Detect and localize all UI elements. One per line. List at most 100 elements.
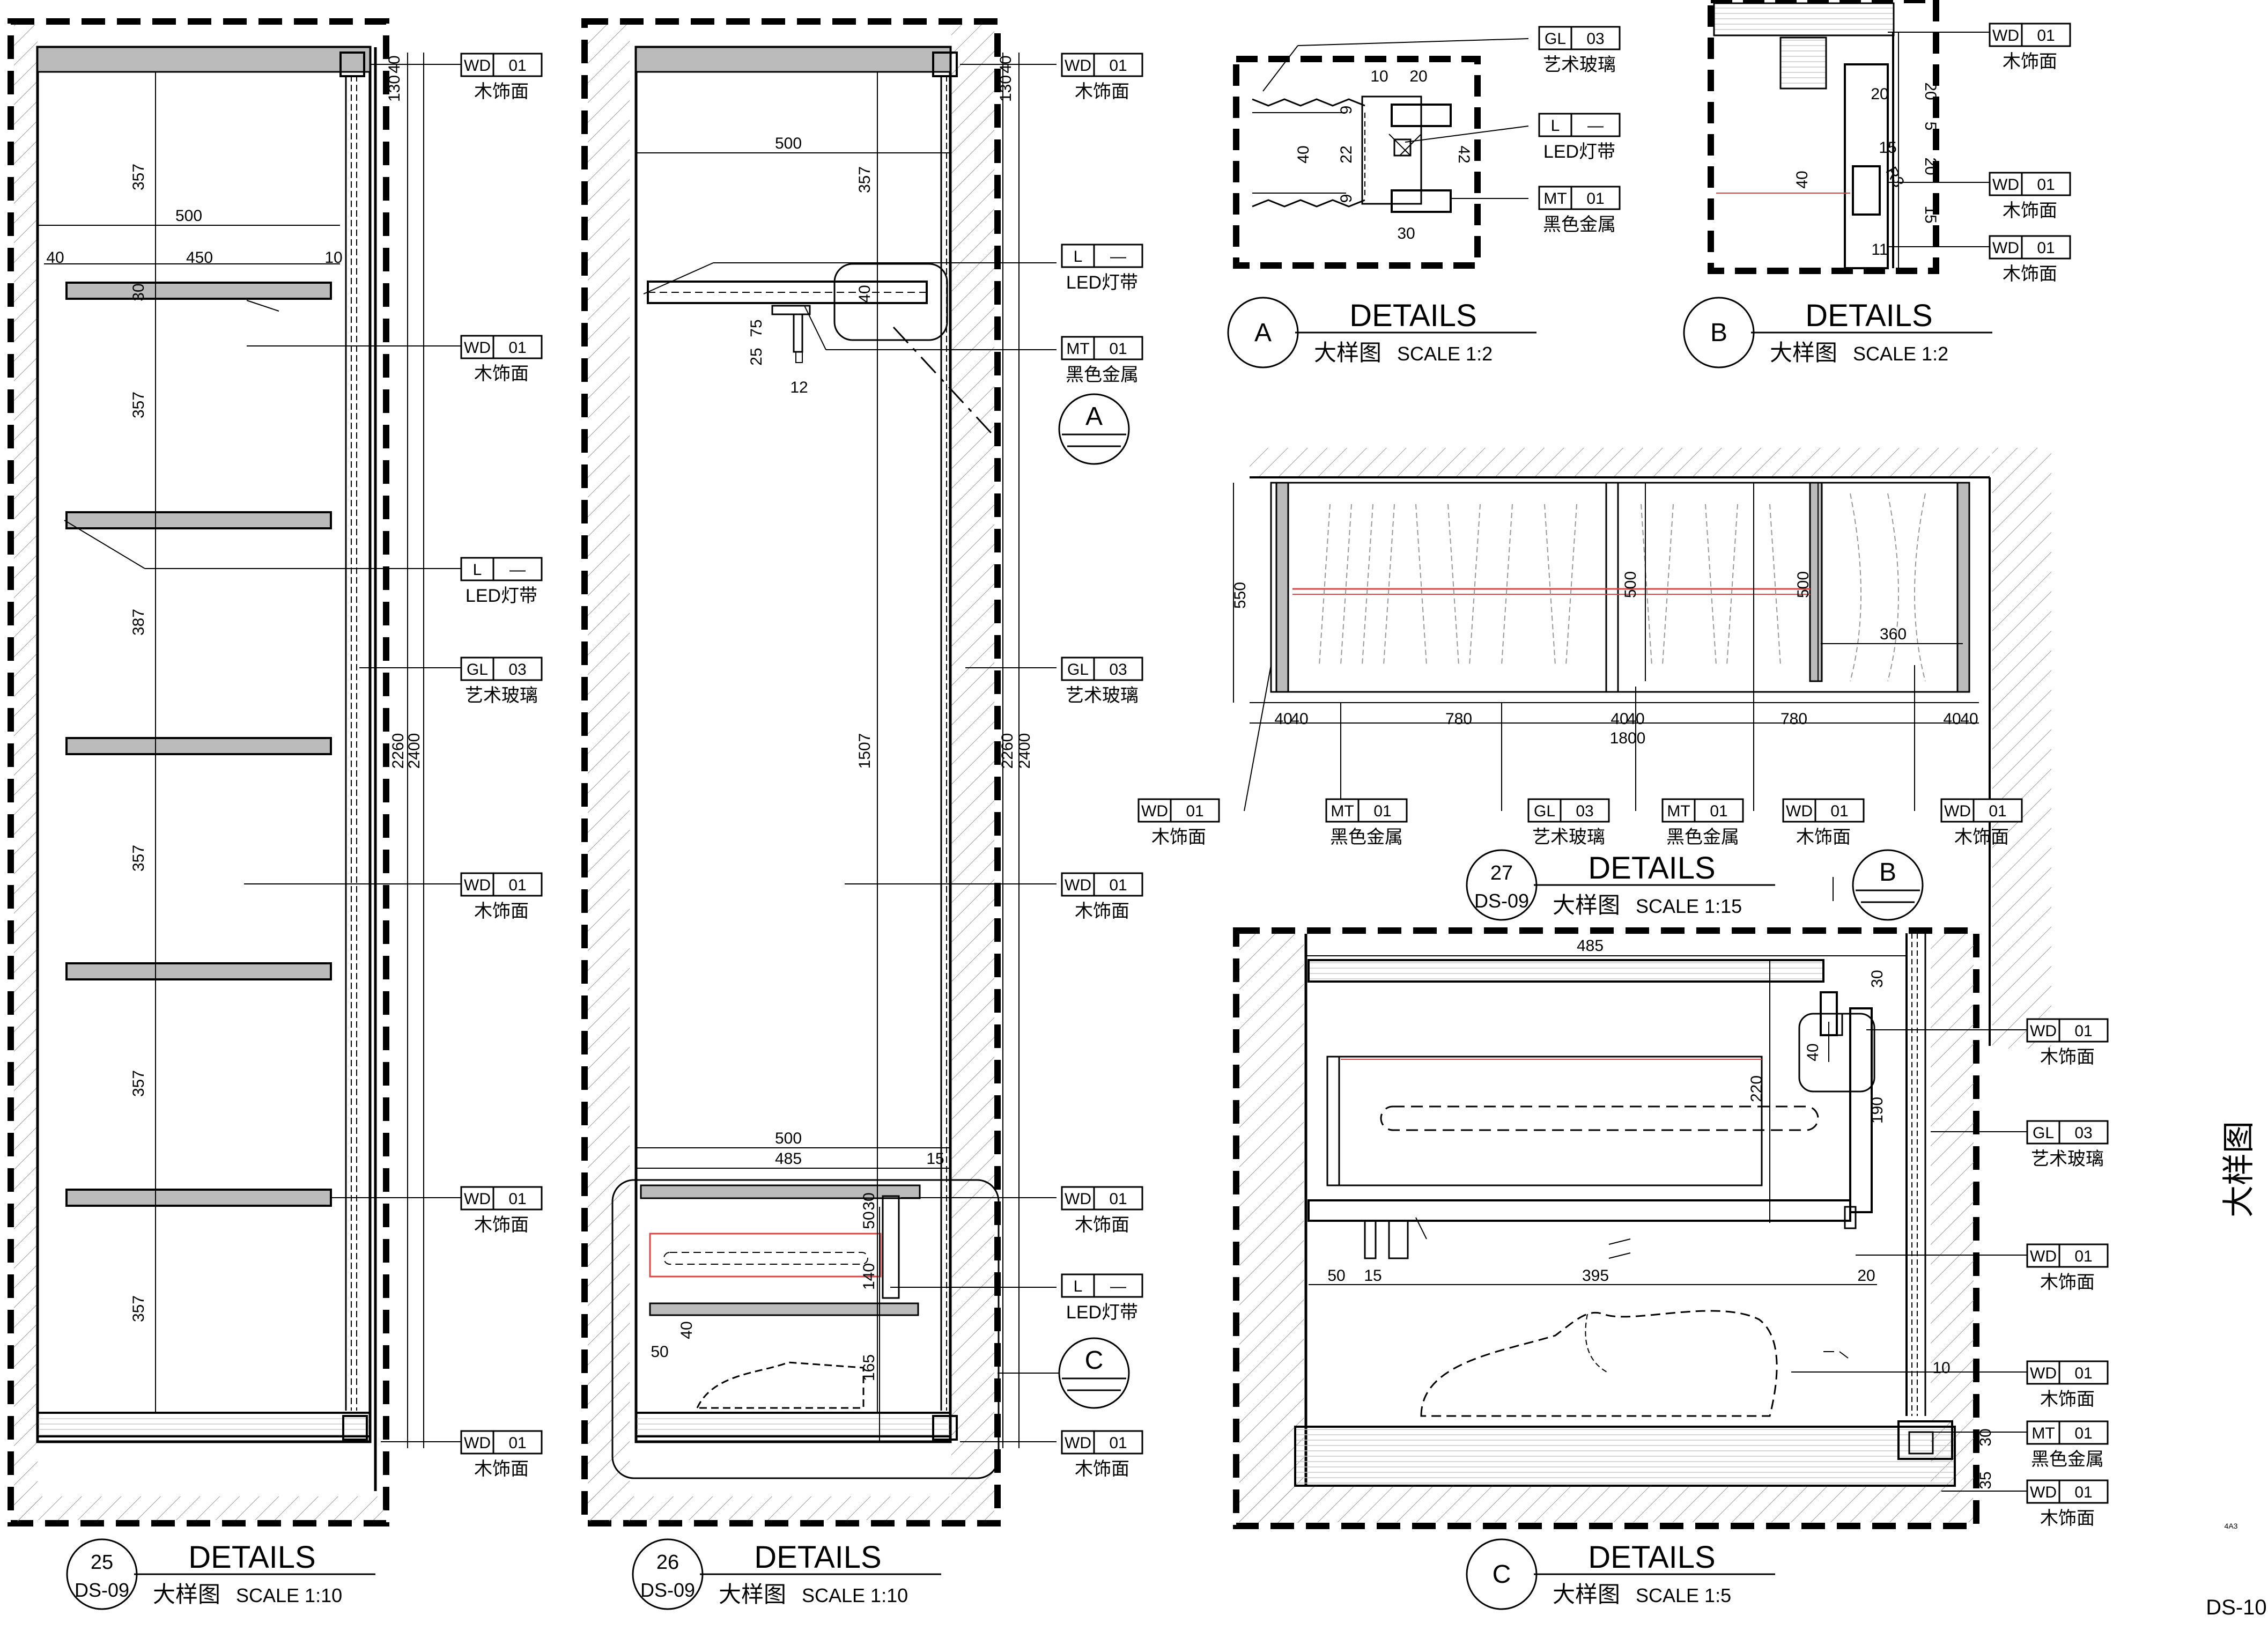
material-tag-led: L—LED灯带 xyxy=(460,557,543,606)
material-code: WD xyxy=(464,57,491,75)
material-code: WD xyxy=(2030,1248,2057,1265)
material-number: 01 xyxy=(508,876,526,894)
material-number: 01 xyxy=(2037,176,2055,194)
material-code: WD xyxy=(1992,239,2019,257)
material-number: 01 xyxy=(508,339,526,357)
material-name: 木饰面 xyxy=(1954,827,2009,847)
material-number: 01 xyxy=(2074,1248,2092,1265)
material-name: 木饰面 xyxy=(1796,827,1851,847)
dim-25-357-c: 357 xyxy=(130,845,147,872)
detail-scale: SCALE 1:5 xyxy=(1636,1584,1731,1606)
callout-letter: B xyxy=(1879,858,1896,887)
dim-25-130: 130 xyxy=(386,75,403,102)
dim-a-42: 42 xyxy=(1455,145,1473,163)
material-code: WD xyxy=(464,1190,491,1208)
material-code: WD xyxy=(1992,176,2019,194)
material-number: 01 xyxy=(1109,57,1127,75)
dim-26-140: 140 xyxy=(860,1263,878,1290)
material-number: 01 xyxy=(508,1434,526,1452)
dim-a-30: 30 xyxy=(1397,225,1415,242)
dim-27-550: 550 xyxy=(1231,582,1249,609)
material-number: 01 xyxy=(1186,802,1203,820)
section-callout-c: C xyxy=(1058,1337,1130,1409)
detail-c xyxy=(1233,877,2027,1529)
material-number: — xyxy=(1110,248,1126,265)
dim-26-50: 50 xyxy=(860,1211,878,1229)
dim-26-1507: 1507 xyxy=(856,733,874,769)
sheet-reference: DS-09 xyxy=(75,1579,129,1601)
material-code: WD xyxy=(1065,1190,1091,1208)
detail-heading: DETAILS xyxy=(1588,851,1715,886)
plan-27 xyxy=(1233,448,2051,1049)
detail-heading: DETAILS xyxy=(188,1540,315,1575)
dim-26-12: 12 xyxy=(790,379,808,396)
elevation-26 xyxy=(581,18,1059,1526)
material-code: L xyxy=(473,561,482,579)
material-number: — xyxy=(1110,1278,1126,1295)
material-number: 01 xyxy=(1586,190,1604,208)
dim-c-30-b: 30 xyxy=(1977,1428,1994,1446)
dim-a-10: 10 xyxy=(1370,68,1388,85)
dim-25-10: 10 xyxy=(324,249,342,267)
dim-26-357: 357 xyxy=(856,166,874,193)
material-number: — xyxy=(509,561,526,579)
callout-letter: C xyxy=(1085,1346,1104,1375)
material-name: 木饰面 xyxy=(2003,51,2057,72)
dim-26-500-low: 500 xyxy=(775,1130,802,1147)
material-name: 木饰面 xyxy=(1075,1459,1129,1479)
detail-heading: DETAILS xyxy=(1805,298,1932,333)
material-number: 03 xyxy=(1109,661,1127,678)
dim-27-780-b: 780 xyxy=(1781,710,1807,728)
material-tag-wd01: WD 01 木饰面 xyxy=(460,1430,543,1479)
material-number: — xyxy=(1587,117,1604,135)
material-code: WD xyxy=(2030,1022,2057,1040)
section-callout-b: B xyxy=(1852,849,1924,921)
material-number: 01 xyxy=(1710,802,1727,820)
dim-b-15-b: 15 xyxy=(1922,205,1939,223)
material-name: 木饰面 xyxy=(1075,1215,1129,1235)
material-name: 艺术玻璃 xyxy=(1543,55,1616,75)
dim-26-2400: 2400 xyxy=(1016,733,1033,769)
sheet-reference: DS-09 xyxy=(1474,890,1529,912)
dim-25-40: 40 xyxy=(46,249,64,267)
material-name: 木饰面 xyxy=(474,1459,529,1479)
detail-subtitle: 大样图 xyxy=(1770,340,1837,365)
dim-b-20: 20 xyxy=(1871,85,1888,103)
sheet-number: DS-10 xyxy=(2206,1596,2266,1619)
material-number: 01 xyxy=(508,57,526,75)
detail-b xyxy=(1708,0,1995,274)
material-code: WD xyxy=(464,339,491,357)
material-name: 艺术玻璃 xyxy=(465,685,538,706)
material-code: MT xyxy=(1331,802,1354,820)
dim-27-40-f: 40 xyxy=(1960,710,1978,728)
material-code: WD xyxy=(464,1434,491,1452)
detail-scale: SCALE 1:10 xyxy=(236,1584,342,1606)
dim-26-165: 165 xyxy=(860,1354,878,1381)
dim-27-40-d: 40 xyxy=(1627,710,1644,728)
material-code: WD xyxy=(1141,802,1168,820)
dim-27-500-a: 500 xyxy=(1622,571,1639,598)
material-code: GL xyxy=(1534,802,1555,820)
material-code: MT xyxy=(2031,1425,2055,1442)
detail-subtitle: 大样图 xyxy=(153,1582,220,1607)
material-code: WD xyxy=(2030,1484,2057,1501)
material-number: 01 xyxy=(2074,1425,2092,1442)
elevation-25-dimensions: 40 130 357 500 40 450 10 30 357 387 357 … xyxy=(46,55,423,1322)
dim-26-40-led: 40 xyxy=(856,285,874,303)
material-name: 黑色金属 xyxy=(1066,365,1139,385)
